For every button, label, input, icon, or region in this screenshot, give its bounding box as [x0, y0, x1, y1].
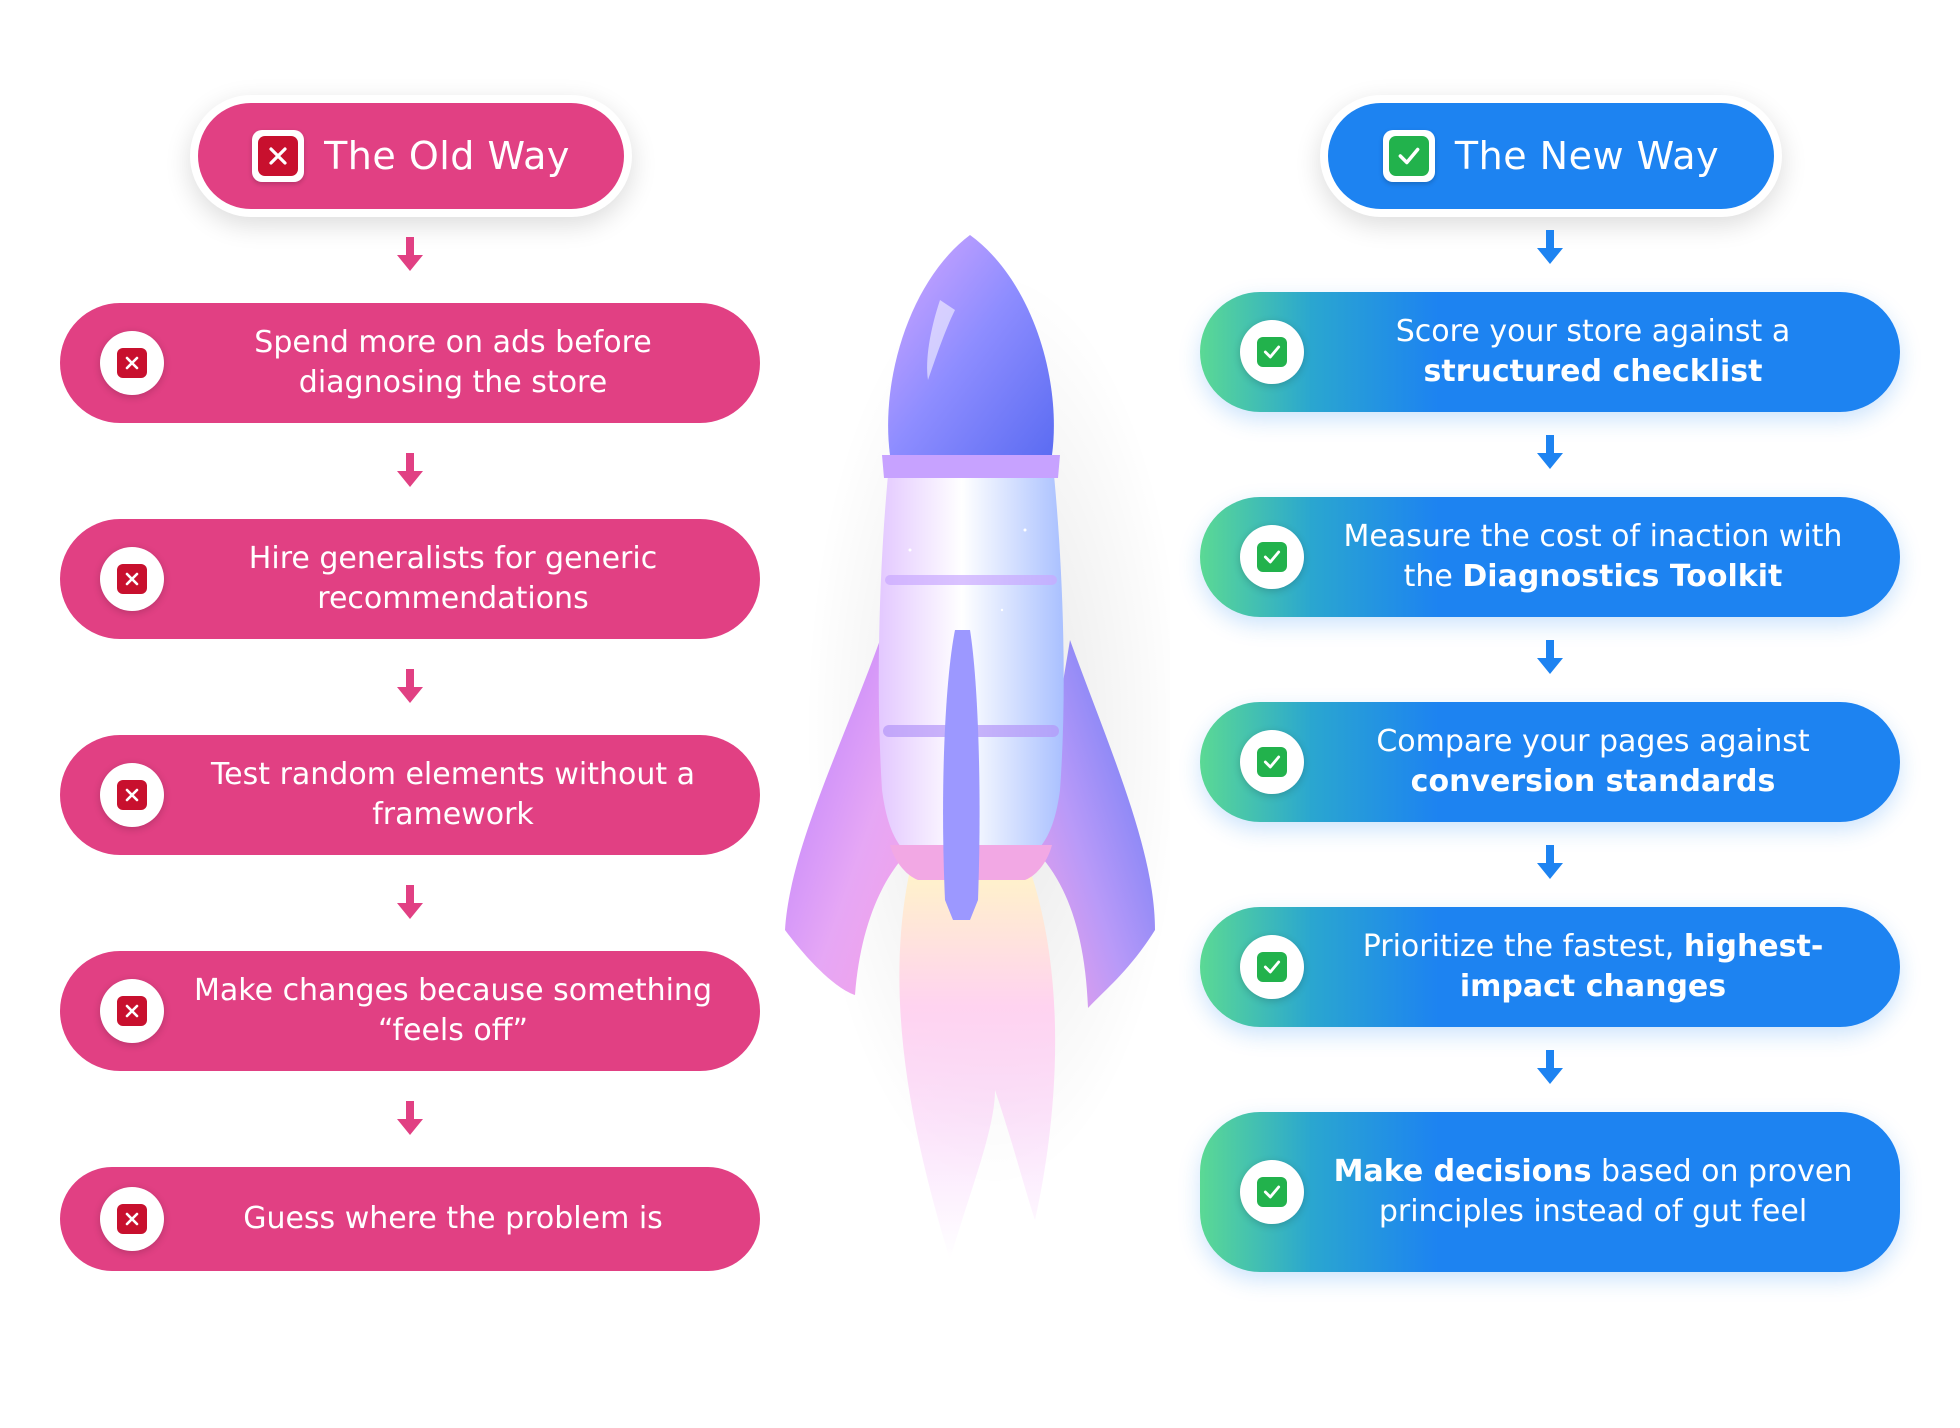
check-mark-icon	[1240, 730, 1304, 794]
old-way-item-text: Spend more on ads before diagnosing the …	[254, 325, 652, 400]
check-mark-icon	[1382, 130, 1435, 182]
arrow-down-icon	[397, 669, 423, 703]
old-way-item-5: Guess where the problem is	[60, 1167, 760, 1271]
arrow-down-icon	[397, 885, 423, 919]
old-way-item-text: Hire generalists for generic recommendat…	[248, 541, 658, 616]
x-mark-icon	[100, 331, 164, 395]
old-way-item-text: Test random elements without a framework	[210, 757, 696, 832]
new-way-item-text: Score your store against a structured ch…	[1395, 314, 1791, 389]
x-mark-icon	[100, 763, 164, 827]
check-mark-icon	[1240, 525, 1304, 589]
new-way-header: The New Way	[1320, 95, 1782, 217]
x-mark-icon	[100, 1187, 164, 1251]
arrow-down-icon	[1537, 1050, 1563, 1084]
arrow-down-icon	[1537, 435, 1563, 469]
new-way-item-text: Compare your pages against conversion st…	[1376, 724, 1810, 799]
check-mark-icon	[1240, 1160, 1304, 1224]
new-way-item-5: Make decisions based on proven principle…	[1200, 1112, 1900, 1272]
arrow-down-icon	[1537, 230, 1563, 264]
old-way-header: The Old Way	[190, 95, 632, 217]
x-mark-icon	[100, 547, 164, 611]
arrow-down-icon	[397, 237, 423, 271]
old-way-item-text: Guess where the problem is	[243, 1201, 663, 1236]
check-mark-icon	[1240, 320, 1304, 384]
x-mark-icon	[252, 130, 305, 182]
arrow-down-icon	[397, 453, 423, 487]
new-way-item-3: Compare your pages against conversion st…	[1200, 702, 1900, 822]
arrow-down-icon	[1537, 845, 1563, 879]
check-mark-icon	[1240, 935, 1304, 999]
new-way-item-2: Measure the cost of inaction with the Di…	[1200, 497, 1900, 617]
new-way-item-text: Make decisions based on proven principle…	[1333, 1154, 1853, 1229]
old-way-item-1: Spend more on ads before diagnosing the …	[60, 303, 760, 423]
old-way-item-text: Make changes because something “feels of…	[194, 973, 712, 1048]
new-way-item-1: Score your store against a structured ch…	[1200, 292, 1900, 412]
arrow-down-icon	[1537, 640, 1563, 674]
new-way-item-text: Measure the cost of inaction with the Di…	[1343, 519, 1843, 594]
rocket-illustration	[785, 235, 1170, 1260]
arrow-down-icon	[397, 1101, 423, 1135]
new-way-title: The New Way	[1454, 134, 1720, 178]
new-way-item-text: Prioritize the fastest, highest-impact c…	[1362, 929, 1824, 1004]
old-way-item-4: Make changes because something “feels of…	[60, 951, 760, 1071]
old-way-item-3: Test random elements without a framework	[60, 735, 760, 855]
old-way-item-2: Hire generalists for generic recommendat…	[60, 519, 760, 639]
new-way-item-4: Prioritize the fastest, highest-impact c…	[1200, 907, 1900, 1027]
old-way-title: The Old Way	[324, 134, 570, 178]
x-mark-icon	[100, 979, 164, 1043]
